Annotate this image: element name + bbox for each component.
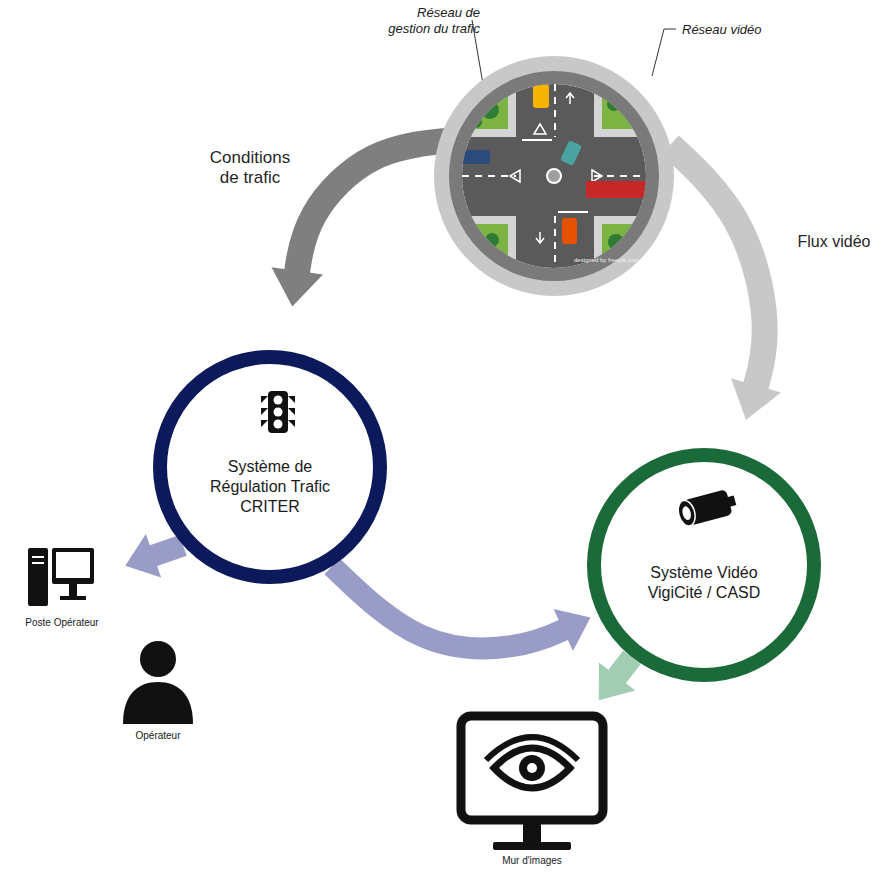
ring-stroke bbox=[594, 455, 814, 675]
traffic-network-ring: Réseau de gestion du trafic bbox=[449, 71, 659, 281]
lane-marking bbox=[554, 84, 556, 137]
watermark: designed by freepik.com bbox=[574, 257, 639, 263]
icon-caption: Mur d'images bbox=[502, 855, 562, 868]
ring-stroke bbox=[160, 357, 380, 577]
car bbox=[462, 150, 490, 164]
network-label: Réseau de gestion du trafic bbox=[375, 5, 480, 38]
edge-label: Conditions de trafic bbox=[200, 148, 300, 189]
flow-arrow bbox=[599, 657, 636, 700]
video-wall-icon bbox=[461, 716, 603, 850]
leader-line bbox=[652, 29, 676, 76]
icon-caption: Poste Opérateur bbox=[25, 617, 98, 630]
road-arrow bbox=[536, 232, 544, 243]
arrow-shaft bbox=[296, 140, 455, 278]
video-wall-node: Mur d'images bbox=[450, 705, 614, 869]
network-label: Réseau vidéo bbox=[682, 22, 792, 38]
system-circle: Système de Régulation Trafic CRITER bbox=[153, 350, 387, 584]
road-arrow bbox=[566, 93, 574, 104]
flow-arrow bbox=[332, 566, 591, 651]
stop-line bbox=[522, 139, 552, 141]
arrow-head bbox=[599, 662, 636, 700]
outline-circle bbox=[449, 71, 659, 281]
road-arrow bbox=[592, 170, 602, 182]
arrow-shaft bbox=[332, 566, 569, 648]
lane-marking bbox=[462, 175, 516, 177]
intersection-illustration bbox=[440, 60, 680, 300]
arrow-head bbox=[125, 534, 161, 577]
flow-arrow bbox=[125, 534, 183, 577]
system-circle: Système Vidéo VigiCité / CASD bbox=[587, 448, 821, 682]
flow-arrow bbox=[271, 140, 455, 306]
road-arrow bbox=[534, 124, 546, 134]
person-icon bbox=[123, 641, 193, 724]
ring-stroke bbox=[443, 65, 666, 288]
car bbox=[562, 218, 577, 244]
system-name: Système de Régulation Trafic CRITER bbox=[200, 457, 340, 517]
ring-stroke bbox=[456, 78, 653, 275]
road-surface bbox=[440, 60, 680, 300]
stop-line bbox=[558, 211, 588, 213]
edge-label: Flux vidéo bbox=[792, 232, 876, 251]
system-name: Système Vidéo VigiCité / CASD bbox=[645, 563, 763, 603]
flow-arrow bbox=[670, 145, 781, 420]
arrow-head bbox=[271, 267, 323, 306]
arrow-head bbox=[554, 609, 591, 651]
road-arrow bbox=[510, 170, 520, 182]
icon-caption: Opérateur bbox=[135, 730, 180, 743]
arrow-head bbox=[731, 378, 781, 420]
arrow-shaft bbox=[670, 145, 765, 392]
workstation-node: Poste Opérateur bbox=[12, 545, 112, 631]
traffic-light-icon bbox=[261, 391, 295, 433]
camera-icon bbox=[676, 488, 739, 528]
car bbox=[560, 140, 582, 166]
operator-node: Opérateur bbox=[118, 630, 198, 744]
roundabout bbox=[547, 169, 561, 183]
lane-marking bbox=[554, 216, 556, 268]
car bbox=[533, 84, 549, 108]
computer-icon bbox=[28, 548, 94, 606]
bus bbox=[586, 181, 650, 198]
